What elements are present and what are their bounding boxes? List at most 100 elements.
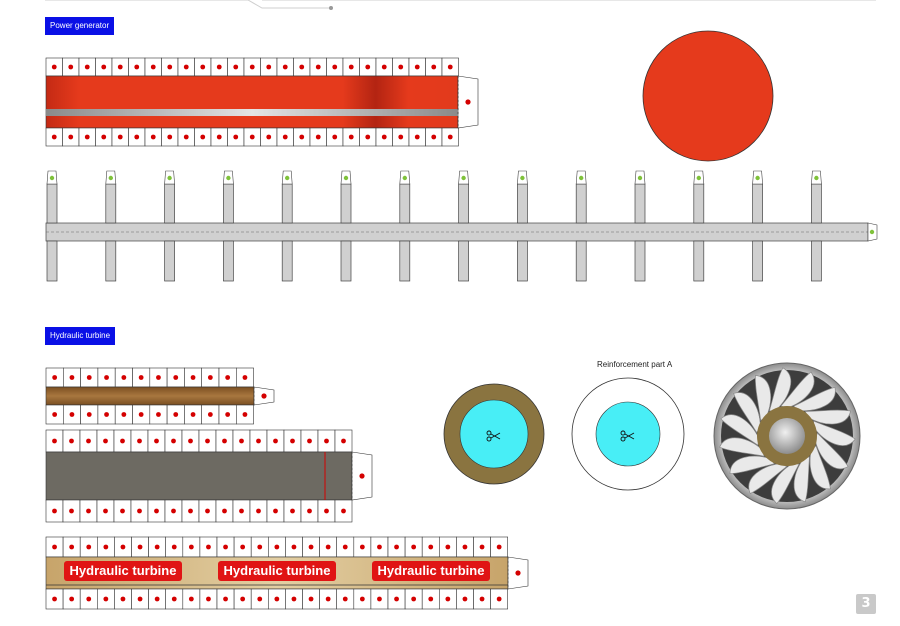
glue-dot — [69, 508, 74, 514]
glue-dot — [86, 596, 92, 602]
generator-end-disc — [642, 30, 774, 162]
glue-dot — [103, 596, 109, 602]
frame-tooth — [46, 240, 58, 282]
glue-dot — [207, 412, 213, 417]
turbine-blade — [720, 414, 760, 446]
glue-dot — [167, 134, 173, 140]
glue-dot — [188, 596, 194, 602]
glue-dot — [173, 375, 179, 380]
glue-dot — [257, 596, 263, 602]
banner-label: Hydraulic turbine — [64, 561, 182, 581]
glue-dot — [341, 438, 346, 444]
frame-tooth — [634, 183, 646, 224]
glue-dot — [207, 375, 213, 380]
glue-dot — [359, 596, 365, 602]
glue-dot — [465, 99, 471, 105]
banner-label: Hydraulic turbine — [372, 561, 490, 581]
turbine-blade — [804, 409, 852, 425]
glue-dot — [167, 175, 172, 181]
glue-dot — [325, 544, 331, 550]
frame-tooth — [399, 183, 411, 224]
glue-dot — [150, 64, 156, 70]
glue-dot — [496, 596, 502, 602]
glue-dot — [120, 596, 126, 602]
glue-dot — [359, 544, 365, 550]
glue-dot — [117, 64, 123, 70]
glue-dot — [134, 134, 140, 140]
glue-dot — [188, 438, 193, 444]
frame-tooth — [340, 183, 352, 224]
glue-dot — [273, 438, 278, 444]
glue-dot — [188, 544, 194, 550]
glue-dot — [49, 175, 55, 181]
glue-dot — [325, 596, 331, 602]
glue-dot — [167, 64, 173, 70]
glue-dot — [121, 375, 127, 380]
turbine-shaft-strip-gray — [45, 429, 373, 523]
turbine-blade — [793, 456, 810, 503]
glue-dot — [479, 544, 485, 550]
turbine-blade — [771, 463, 800, 505]
frame-tooth — [811, 240, 822, 282]
glue-dot — [266, 134, 272, 140]
glue-dot — [445, 544, 451, 550]
generator-rotor-cutout — [45, 57, 479, 147]
glue-dot — [308, 544, 314, 550]
glue-dot — [86, 412, 92, 417]
turbine-blade — [768, 367, 792, 412]
glue-dot — [226, 175, 231, 181]
glue-dot — [69, 544, 75, 550]
glue-dot — [150, 134, 156, 140]
glue-dot — [291, 544, 297, 550]
glue-dot — [52, 544, 57, 550]
glue-dot — [222, 508, 227, 514]
glue-dot — [261, 393, 267, 399]
turbine-runner-wheel — [713, 362, 861, 510]
glue-dot — [69, 596, 75, 602]
frame-tooth — [517, 183, 528, 224]
glue-dot — [814, 175, 819, 181]
frame-tooth — [281, 240, 293, 282]
glue-dot — [190, 375, 196, 380]
glue-dot — [377, 544, 382, 550]
glue-dot — [274, 544, 280, 550]
strip-band — [45, 386, 255, 406]
glue-dot — [332, 64, 338, 70]
glue-dot — [755, 175, 760, 181]
glue-dot — [342, 596, 348, 602]
glue-dot — [256, 508, 261, 514]
glue-dot — [205, 508, 210, 514]
glue-dot — [121, 412, 127, 417]
frame-tooth — [46, 183, 58, 224]
glue-dot — [52, 596, 57, 602]
glue-dot — [51, 134, 57, 140]
section-label-hydraulic-turbine: Hydraulic turbine — [45, 327, 116, 345]
frame-tooth — [340, 240, 352, 282]
glue-dot — [137, 596, 143, 602]
glue-dot — [86, 544, 92, 550]
glue-dot — [343, 175, 349, 181]
glue-dot — [154, 596, 160, 602]
glue-dot — [402, 175, 407, 181]
turbine-ring-disc — [443, 383, 545, 485]
glue-dot — [52, 412, 58, 417]
glue-dot — [171, 508, 176, 514]
frame-tooth — [281, 183, 293, 224]
top-decoration — [45, 0, 876, 10]
glue-dot — [69, 438, 74, 444]
glue-dot — [222, 438, 227, 444]
glue-dot — [274, 596, 280, 602]
glue-dot — [428, 544, 434, 550]
turbine-blade — [813, 420, 856, 446]
turbine-blade — [780, 371, 815, 409]
glue-dot — [117, 134, 123, 140]
turbine-blade — [733, 392, 761, 434]
glue-dot — [183, 134, 189, 140]
glue-dot — [332, 134, 338, 140]
glue-dot — [257, 544, 263, 550]
glue-dot — [138, 412, 144, 417]
glue-dot — [290, 508, 295, 514]
glue-dot — [206, 544, 211, 550]
glue-dot — [216, 64, 222, 70]
glue-dot — [188, 508, 193, 514]
